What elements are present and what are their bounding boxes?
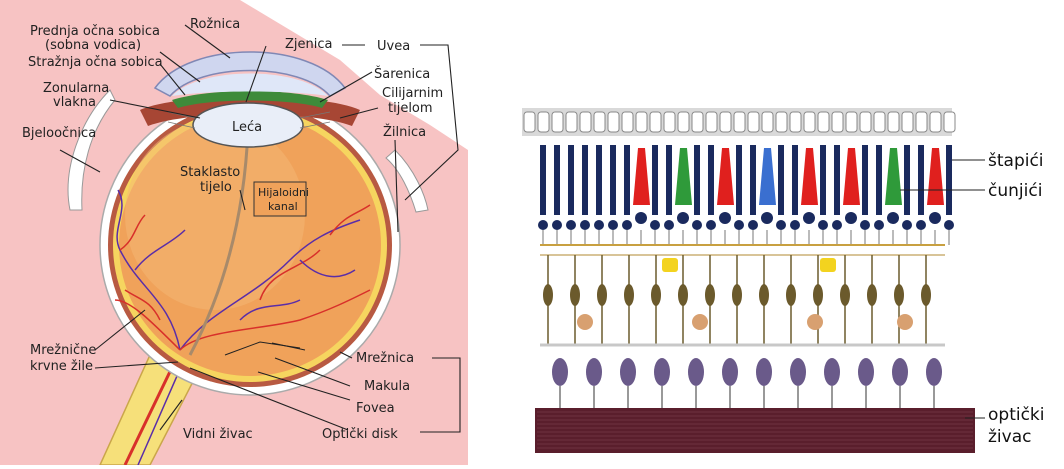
ganglion-cell xyxy=(858,358,874,410)
rod-cell xyxy=(538,145,548,245)
label-staklasto-2: tijelo xyxy=(200,180,232,195)
label-mreznicne-1: Mrežnične xyxy=(30,343,96,358)
rod-cell xyxy=(608,145,618,245)
bipolar-cell xyxy=(759,255,769,345)
rod-cell xyxy=(580,145,590,245)
label-mreznicne-2: krvne žile xyxy=(30,359,93,374)
bipolar-cell xyxy=(543,255,553,345)
eye-diagram: Rožnica Prednja očna sobica (sobna vodic… xyxy=(0,0,468,465)
label-opticki-1: optički xyxy=(988,405,1045,425)
rod-cell xyxy=(832,145,842,245)
label-cilijarnim-1: Cilijarnim xyxy=(382,86,443,101)
cone-cell xyxy=(885,148,902,245)
label-zonularna-2: vlakna xyxy=(53,95,96,110)
rod-cell xyxy=(790,145,800,245)
ganglion-cell xyxy=(926,358,942,410)
label-hijaloidni-1: Hijaloidni xyxy=(258,186,309,199)
rod-cell xyxy=(650,145,660,245)
bipolar-cell xyxy=(921,255,931,345)
label-uvea: Uvea xyxy=(377,39,410,54)
optic-nerve-fibers xyxy=(535,408,975,453)
label-zonularna-1: Zonularna xyxy=(43,81,109,96)
label-makula: Makula xyxy=(364,379,410,394)
bipolar-cell xyxy=(597,255,607,345)
label-roznica: Rožnica xyxy=(190,17,240,32)
rod-cell xyxy=(734,145,744,245)
cone-cell xyxy=(801,148,818,245)
ganglion-cell xyxy=(824,358,840,410)
cone-cell xyxy=(717,148,734,245)
rod-cell xyxy=(692,145,702,245)
label-vidni: Vidni živac xyxy=(183,427,253,442)
cone-cell xyxy=(843,148,860,245)
bipolar-cell xyxy=(786,255,796,345)
bipolar-cell xyxy=(867,255,877,345)
ganglion-cell xyxy=(586,358,602,410)
cone-cell xyxy=(675,148,692,245)
amacrine-cell xyxy=(897,314,913,330)
bipolar-cell xyxy=(570,255,580,345)
ganglion-cell xyxy=(620,358,636,410)
horizontal-cell-2 xyxy=(820,258,836,272)
cone-cell xyxy=(633,148,650,245)
rod-cell xyxy=(706,145,716,245)
amacrine-cell xyxy=(577,314,593,330)
retina-diagram: štapići čunjići optički živac xyxy=(522,108,1045,453)
cone-cell xyxy=(759,148,776,245)
label-opticki-2: živac xyxy=(988,427,1031,447)
label-cilijarnim-2: tijelom xyxy=(388,101,433,116)
label-mreznica: Mrežnica xyxy=(356,351,414,366)
label-sarenica: Šarenica xyxy=(374,66,430,82)
label-prednja-2: (sobna vodica) xyxy=(45,38,141,53)
rod-cell xyxy=(552,145,562,245)
bipolar-cell xyxy=(894,255,904,345)
label-prednja-1: Prednja očna sobica xyxy=(30,24,160,39)
label-leca: Leća xyxy=(232,120,262,135)
label-fovea: Fovea xyxy=(356,401,395,416)
bipolar-cell xyxy=(840,255,850,345)
ganglion-cell xyxy=(892,358,908,410)
rod-cell xyxy=(902,145,912,245)
rod-cell xyxy=(776,145,786,245)
ganglion-cell xyxy=(552,358,568,410)
rod-cell xyxy=(622,145,632,245)
label-zilnica: Žilnica xyxy=(383,124,426,140)
rod-cell xyxy=(566,145,576,245)
ganglion-cell xyxy=(722,358,738,410)
rod-cell xyxy=(874,145,884,245)
cone-cell xyxy=(927,148,944,245)
label-bjeloocnica: Bjeloočnica xyxy=(22,126,96,141)
photoreceptors xyxy=(538,145,954,245)
rod-cell xyxy=(860,145,870,245)
rod-cell xyxy=(594,145,604,245)
amacrine-cell xyxy=(692,314,708,330)
label-opticki-disk: Optički disk xyxy=(322,427,398,442)
ganglion-cell xyxy=(654,358,670,410)
bipolar-cell xyxy=(732,255,742,345)
rod-cell xyxy=(916,145,926,245)
amacrine-cell xyxy=(807,314,823,330)
bipolar-cell xyxy=(624,255,634,345)
bipolar-cell xyxy=(651,255,661,345)
label-staklasto-1: Staklasto xyxy=(180,165,240,180)
label-cunjici: čunjići xyxy=(988,181,1042,201)
ganglion-cell xyxy=(756,358,772,410)
label-hijaloidni-2: kanal xyxy=(268,200,298,213)
rod-cell xyxy=(818,145,828,245)
rod-cell xyxy=(664,145,674,245)
ganglion-cell xyxy=(790,358,806,410)
ganglion-cell xyxy=(688,358,704,410)
label-zjenica: Zjenica xyxy=(285,37,332,52)
bipolar-cell xyxy=(678,255,688,345)
horizontal-cell-1 xyxy=(662,258,678,272)
label-stapici: štapići xyxy=(988,151,1044,171)
neurons xyxy=(543,255,942,410)
bipolar-cell xyxy=(705,255,715,345)
rod-cell xyxy=(748,145,758,245)
label-straznja: Stražnja očna sobica xyxy=(28,55,163,70)
